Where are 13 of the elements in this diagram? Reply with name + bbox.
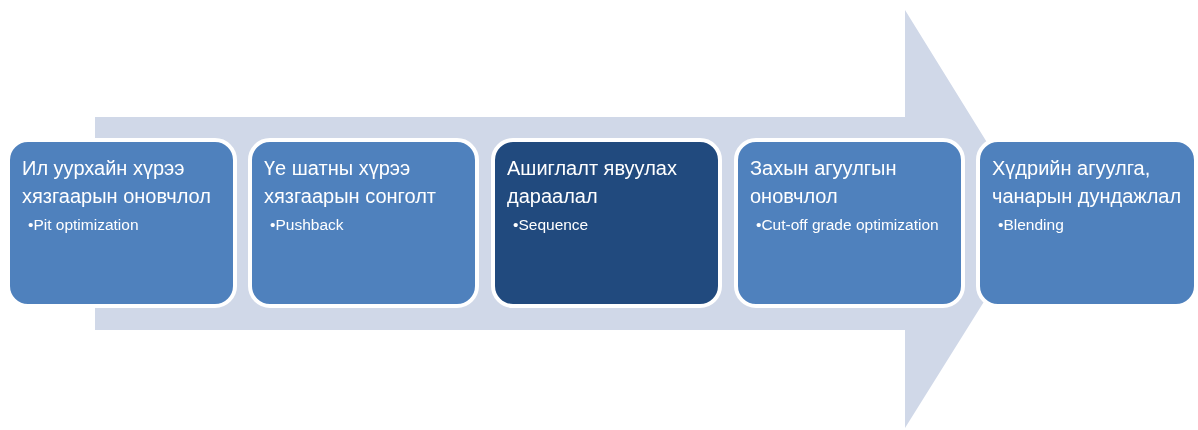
bullet-item: •Cut-off grade optimization: [756, 216, 940, 235]
bullet-item: •Blending: [998, 216, 1065, 235]
bullet-item: •Sequence: [513, 216, 590, 235]
process-box: [734, 138, 965, 308]
bullet-item: •Pit optimization: [28, 216, 140, 235]
step-title: Ашиглалт явуулах дараалал: [507, 156, 678, 209]
step-title: Захын агуулгын оновчлол: [750, 156, 898, 209]
step-title: Хүдрийн агуулга, чанарын дундажлал: [992, 156, 1182, 209]
step-title: Ил уурхайн хүрээ хязгаарын оновчлол: [22, 156, 212, 209]
process-box: [491, 138, 722, 308]
process-box: [248, 138, 479, 308]
step-title: Үе шатны хүрээ хязгаарын сонголт: [264, 156, 437, 209]
bullet-item: •Pushback: [270, 216, 345, 235]
